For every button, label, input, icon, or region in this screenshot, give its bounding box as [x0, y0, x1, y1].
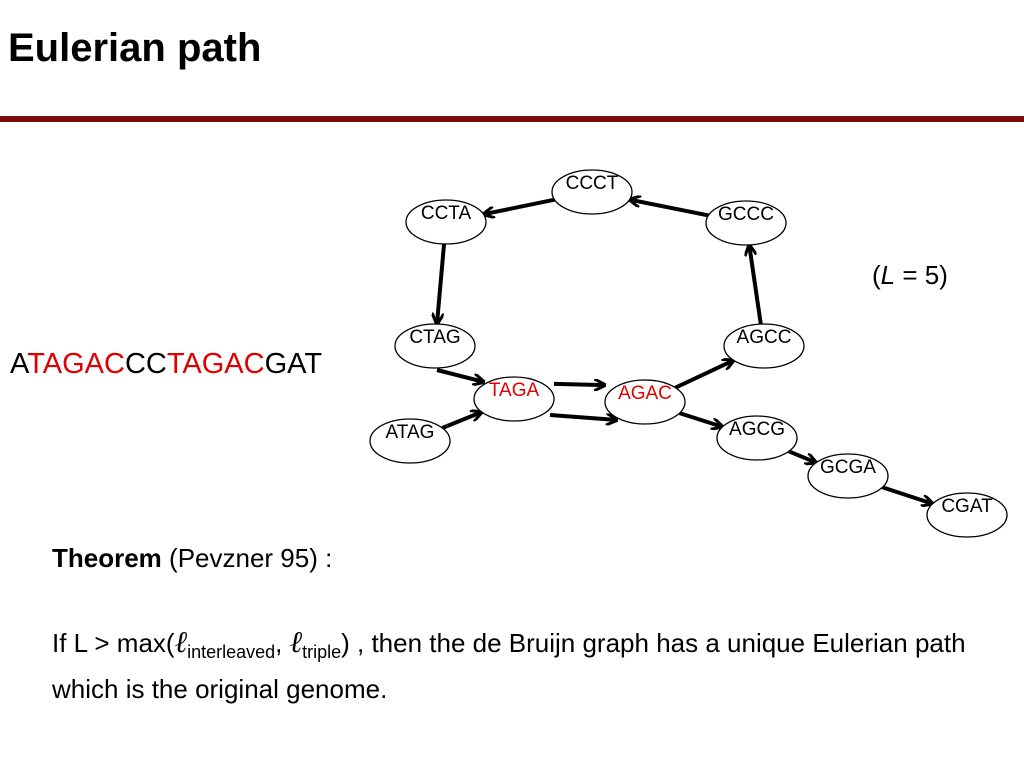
node-ellipse — [926, 492, 1008, 538]
subscript-interleaved: interleaved — [187, 642, 276, 662]
node-label: AGCC — [737, 327, 792, 348]
statement-suffix: ) , then the de Bruijn graph has a uniqu… — [52, 628, 966, 704]
node-label: CCTA — [421, 203, 472, 224]
sequence-part-highlight: TAGAC — [27, 348, 125, 380]
title-divider — [0, 116, 1024, 122]
node-ellipse — [604, 379, 686, 425]
edge-arrow-gccc-to-ccct — [630, 200, 709, 218]
edge-arrow-taga-to-agac — [549, 413, 617, 420]
node-label: GCGA — [820, 457, 876, 478]
node-label: ATAG — [386, 422, 435, 443]
node-ccct: CCCT — [551, 169, 633, 215]
node-ctag: CTAG — [394, 323, 476, 369]
edge-arrow-ccta-to-ctag — [437, 243, 447, 324]
slide-title: Eulerian path — [8, 26, 262, 70]
sequence-part: CC — [124, 348, 167, 380]
node-ellipse — [716, 415, 798, 461]
statement-prefix: If L > max( — [52, 628, 175, 658]
ell-symbol: ℓ — [174, 625, 188, 660]
theorem-label: Theorem — [52, 543, 162, 573]
node-label: TAGA — [489, 380, 540, 401]
node-label: AGAC — [618, 383, 672, 404]
node-ellipse — [394, 323, 476, 369]
edge-arrow-agac-to-agcc — [674, 360, 733, 390]
node-gccc: GCCC — [705, 200, 787, 246]
param-open: ( — [872, 260, 881, 290]
node-ellipse — [551, 169, 633, 215]
edge-arrow-ccct-to-ccta — [483, 197, 555, 215]
theorem-heading: Theorem (Pevzner 95) : — [52, 541, 332, 575]
node-ellipse — [369, 418, 451, 464]
edge-arrow-agcc-to-gccc — [749, 245, 763, 325]
node-ellipse — [705, 200, 787, 246]
node-label: CGAT — [941, 496, 993, 517]
node-agcg: AGCG — [716, 415, 798, 461]
subscript-triple: triple — [302, 642, 342, 662]
graph-edges — [437, 200, 933, 504]
node-taga: TAGA — [473, 376, 555, 422]
edge-arrow-atag-to-taga — [441, 412, 482, 430]
ell-symbol: ℓ — [289, 625, 303, 660]
node-label: CCCT — [566, 173, 619, 194]
statement-comma: , — [275, 628, 290, 658]
param-value: = 5) — [895, 260, 948, 290]
node-agac: AGAC — [604, 379, 686, 425]
sequence-part: A — [10, 348, 28, 380]
edge-arrow-gcga-to-cgat — [881, 485, 932, 503]
node-ellipse — [405, 199, 487, 245]
edge-arrow-agcg-to-gcga — [788, 449, 816, 462]
node-label: AGCG — [729, 419, 785, 440]
kmer-length-label: (L = 5) — [872, 259, 948, 291]
node-cgat: CGAT — [926, 492, 1008, 538]
edge-arrow-ctag-to-taga — [436, 368, 484, 382]
genome-sequence: ATAGACCCTAGACGAT — [10, 346, 322, 382]
graph-nodes: CCCT CCTA GCCC CTAG AGCC TAGA AGAC ATAG AGCG GCGA… — [369, 169, 1008, 538]
sequence-part: GAT — [264, 348, 323, 380]
node-ellipse — [723, 323, 805, 369]
edge-arrow-agac-to-agcg — [678, 411, 723, 427]
sequence-part-highlight: TAGAC — [166, 348, 265, 380]
param-variable: L — [880, 260, 896, 290]
node-atag: ATAG — [369, 418, 451, 464]
node-ccta: CCTA — [405, 199, 487, 245]
node-ellipse — [807, 453, 889, 499]
edge-arrow-taga-to-agac — [553, 384, 605, 385]
node-ellipse — [473, 376, 555, 422]
node-label: CTAG — [409, 327, 460, 348]
node-label: GCCC — [718, 204, 774, 225]
node-gcga: GCGA — [807, 453, 889, 499]
theorem-statement: If L > max(ℓinterleaved, ℓtriple) , then… — [52, 620, 992, 712]
theorem-citation: (Pevzner 95) : — [161, 543, 333, 573]
node-agcc: AGCC — [723, 323, 805, 369]
